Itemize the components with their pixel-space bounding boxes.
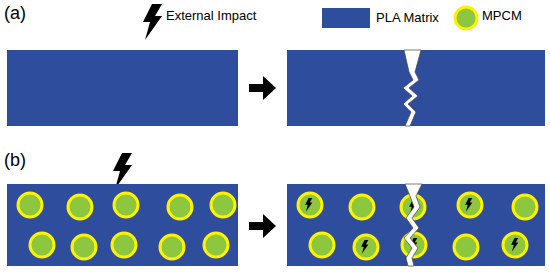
panel-letter: (b) xyxy=(4,150,26,171)
pla-matrix xyxy=(287,184,545,266)
process-arrow xyxy=(249,76,276,100)
mpcm-particles xyxy=(18,193,537,259)
crack xyxy=(404,184,422,266)
legend-swatch xyxy=(322,8,370,28)
impact-label: External Impact xyxy=(166,9,256,24)
legend-text: PLA Matrix xyxy=(376,11,439,26)
panel-letter: (a) xyxy=(4,3,26,24)
mpcm-legend-sample xyxy=(455,7,477,29)
legend-text: MPCM xyxy=(482,9,522,24)
pla-matrix xyxy=(7,50,238,126)
pla-matrix xyxy=(7,184,238,266)
crack xyxy=(403,50,421,126)
process-arrow xyxy=(249,214,276,238)
legend-item: PLA Matrix xyxy=(322,8,439,28)
legend-item: MPCM xyxy=(482,9,522,24)
pla-matrix xyxy=(287,50,545,126)
impact-bolt xyxy=(113,153,132,189)
impact-bolt xyxy=(143,4,162,40)
